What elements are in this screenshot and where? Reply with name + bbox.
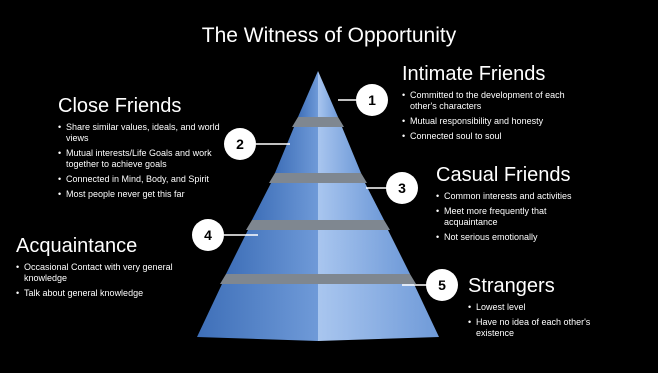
level-3-bullets: Common interests and activities Meet mor… [436, 191, 596, 243]
level-1-bullet: Mutual responsibility and honesty [402, 116, 572, 127]
pyramid-step-ledge [269, 173, 367, 183]
level-4-heading: Acquaintance [16, 235, 138, 257]
level-2-bullet: Most people never get this far [58, 189, 223, 200]
level-3-bullet: Common interests and activities [436, 191, 596, 202]
pyramid-tier-3-left-face [252, 183, 318, 224]
level-3-bullet: Not serious emotionally [436, 232, 596, 243]
level-5-bullets: Lowest level Have no idea of each other'… [468, 302, 628, 339]
pyramid-step-ledge [292, 117, 344, 127]
level-2-bullet: Share similar values, ideals, and world … [58, 122, 223, 144]
level-5-heading: Strangers [468, 275, 555, 297]
level-5-text: Strangers Lowest level Have no idea of e… [468, 274, 628, 343]
pyramid-tier-2-right-face [318, 127, 361, 177]
pyramid-step-ledge [246, 220, 390, 230]
level-2-bullet: Connected in Mind, Body, and Spirit [58, 174, 223, 185]
level-3-text: Casual Friends Common interests and acti… [436, 163, 596, 247]
level-2-text: Close Friends Share similar values, idea… [58, 94, 223, 204]
level-3-bullet: Meet more frequently that acquaintance [436, 206, 596, 228]
level-2-bullet: Mutual interests/Life Goals and work tog… [58, 148, 223, 170]
level-4-bullet: Talk about general knowledge [16, 288, 196, 299]
pyramid-tier-4-left-face [226, 230, 318, 278]
level-1-bullets: Committed to the development of each oth… [402, 90, 572, 142]
slide-title: The Witness of Opportunity [201, 24, 457, 47]
pyramid-tier-4-right-face [318, 230, 410, 278]
pyramid-tier-1-left-face [298, 71, 318, 121]
level-2-heading: Close Friends [58, 95, 182, 117]
level-3-number-badge: 3 [386, 172, 418, 204]
level-2-bullets: Share similar values, ideals, and world … [58, 122, 223, 200]
pyramid-tier-1-right-face [318, 71, 338, 121]
pyramid-tier-2-left-face [275, 127, 318, 177]
level-1-text: Intimate Friends Committed to the develo… [402, 62, 572, 146]
level-4-bullets: Occasional Contact with very general kno… [16, 262, 196, 299]
level-4-bullet: Occasional Contact with very general kno… [16, 262, 196, 284]
level-4-text: Acquaintance Occasional Contact with ver… [16, 234, 196, 303]
level-5-bullet: Have no idea of each other's existence [468, 317, 628, 339]
level-1-bullet: Committed to the development of each oth… [402, 90, 572, 112]
level-1-heading: Intimate Friends [402, 63, 546, 85]
level-3-heading: Casual Friends [436, 164, 571, 186]
level-4-number-badge: 4 [192, 219, 224, 251]
pyramid-step-ledge [220, 274, 416, 284]
pyramid-tier-5-right-face [318, 284, 439, 341]
level-5-number-badge: 5 [426, 269, 458, 301]
level-1-number-badge: 1 [356, 84, 388, 116]
level-2-number-badge: 2 [224, 128, 256, 160]
level-5-bullet: Lowest level [468, 302, 628, 313]
pyramid-tier-3-right-face [318, 183, 384, 224]
level-1-bullet: Connected soul to soul [402, 131, 572, 142]
pyramid-tier-5-left-face [197, 284, 318, 341]
